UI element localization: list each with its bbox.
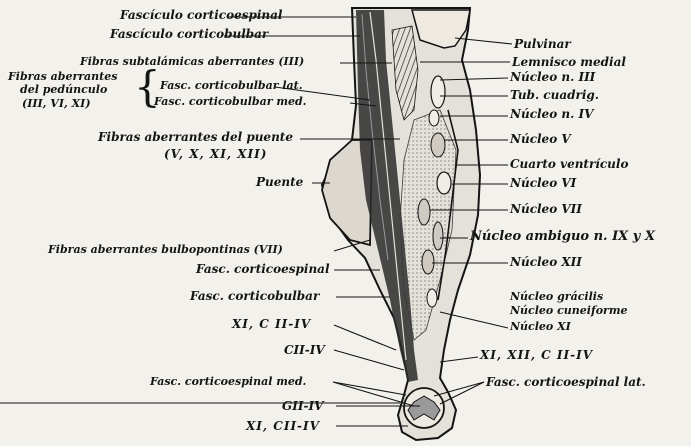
label-nucleo-cuneiforme: Núcleo cuneiforme [510, 305, 627, 316]
label-fasc-corticobulbar-mid: Fasc. corticobulbar [190, 290, 319, 302]
label-pulvinar: Pulvinar [514, 38, 571, 50]
label-xi-cii-iv: XI, CII-IV [246, 420, 320, 432]
label-fibras-aberrantes-puente-1: Fibras aberrantes del puente [98, 131, 293, 143]
label-nucleo-xi: Núcleo XI [510, 321, 571, 332]
label-nucleo-iii: Núcleo n. III [510, 71, 595, 83]
label-fasc-corticobulbar-lat: Fasc. corticobulbar lat. [160, 80, 303, 91]
nucleus-ambiguus [433, 222, 443, 250]
nucleus-iii [431, 76, 445, 108]
nucleus-vii [418, 199, 430, 225]
label-tub-cuadrig: Tub. cuadrig. [510, 89, 599, 101]
nucleus-v [431, 133, 445, 157]
label-nucleo-vii: Núcleo VII [510, 203, 582, 215]
label-fasc-corticoespinal-top: Fascículo corticoespinal [120, 9, 282, 21]
label-gii-iv: GII-IV [282, 400, 323, 412]
label-fasc-corticobulbar-med: Fasc. corticobulbar med. [154, 96, 306, 107]
label-fasc-corticoespinal-med: Fasc. corticoespinal med. [150, 376, 306, 387]
label-xi-xii-c-ii-iv: XI, XII, C II-IV [480, 349, 593, 361]
label-fibras-subtalamicas: Fibras subtalámicas aberrantes (III) [80, 56, 304, 67]
nucleus-vi [437, 172, 451, 194]
label-fasc-corticoespinal-lat: Fasc. corticoespinal lat. [486, 376, 646, 388]
label-fasc-corticobulbar-top: Fascículo corticobulbar [110, 28, 268, 40]
label-cuarto-ventriculo: Cuarto ventrículo [510, 158, 628, 170]
label-fibras-aberrantes-puente-2: (V, X, XI, XII) [164, 148, 267, 160]
label-nucleo-iv: Núcleo n. IV [510, 108, 593, 120]
label-fasc-corticoespinal-mid: Fasc. corticoespinal [196, 263, 330, 275]
nucleus-gracilis [427, 289, 437, 307]
label-nucleo-gracilis: Núcleo grácilis [510, 291, 603, 302]
label-fibras-bulbopontinas: Fibras aberrantes bulbopontinas (VII) [48, 244, 283, 255]
label-lemnisco-medial: Lemnisco medial [512, 56, 626, 68]
label-nucleo-ambiguo: Núcleo ambiguo n. IX y X [470, 230, 655, 243]
nucleus-xii [422, 250, 434, 274]
label-nucleo-xii: Núcleo XII [510, 256, 582, 268]
label-xi-c-ii-iv: XI, C II-IV [232, 318, 311, 330]
label-fibras-aberrantes-pedunculo-3: (III, VI, XI) [22, 98, 91, 109]
label-cii-iv: CII-IV [284, 344, 325, 356]
label-nucleo-vi: Núcleo VI [510, 177, 576, 189]
nucleus-iv [429, 110, 439, 126]
label-fibras-aberrantes-pedunculo-2: del pedúnculo [20, 84, 107, 95]
label-fibras-aberrantes-pedunculo-1: Fibras aberrantes [8, 71, 117, 82]
label-puente: Puente [256, 176, 303, 188]
label-nucleo-v: Núcleo V [510, 133, 571, 145]
